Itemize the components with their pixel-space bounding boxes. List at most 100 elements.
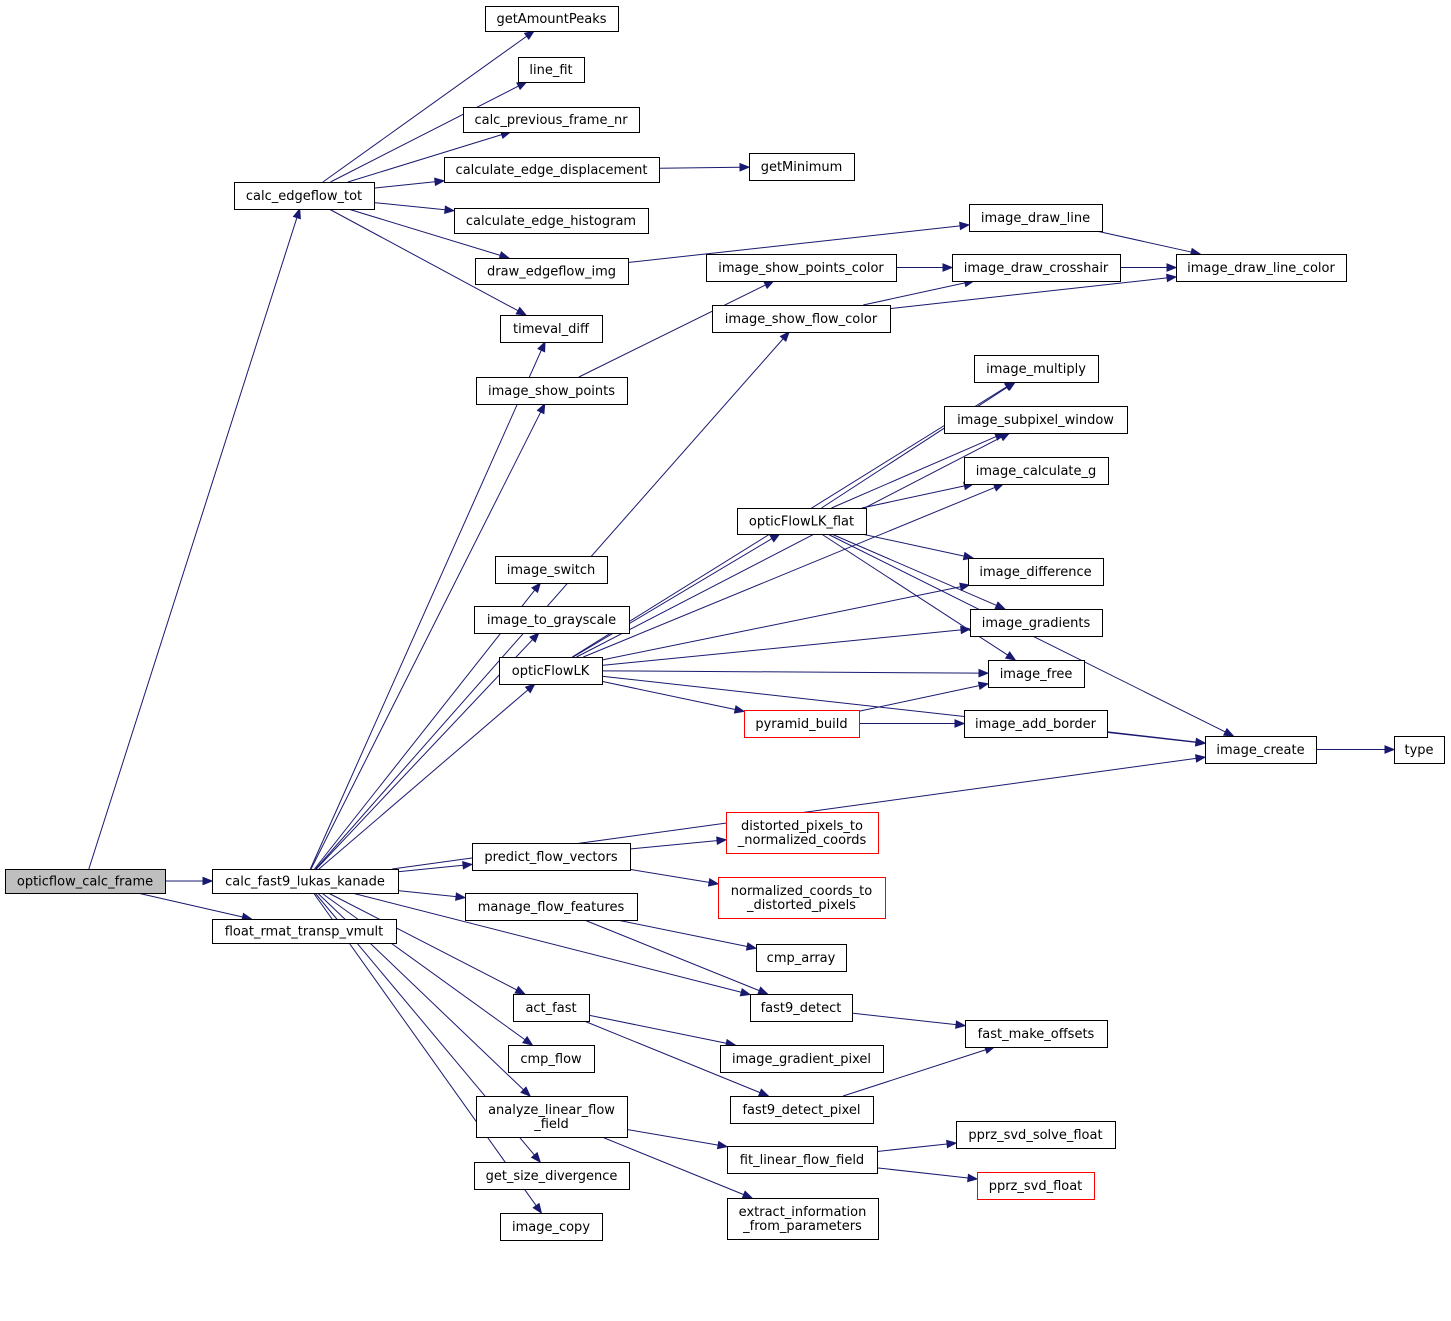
node-opticflow-calc-frame[interactable]: opticflow_calc_frame — [5, 869, 166, 894]
edges-layer — [88, 30, 1396, 1215]
node-box — [212, 869, 399, 894]
node-label: image_draw_crosshair — [964, 261, 1109, 276]
node-calc-fast9-lukas-kanade[interactable]: calc_fast9_lukas_kanade — [212, 869, 399, 894]
node-box — [474, 1162, 630, 1190]
node-fast-make-offsets[interactable]: fast_make_offsets — [965, 1020, 1108, 1048]
edge-analyze_linear_flow_field-to-extract_information_from_parameters — [601, 1136, 744, 1196]
node-label: fast_make_offsets — [978, 1027, 1095, 1042]
node-calculate-edge-displacement[interactable]: calculate_edge_displacement — [444, 157, 660, 183]
node-image-draw-crosshair[interactable]: image_draw_crosshair — [952, 254, 1121, 282]
edge-opticFlowLK_flat-to-image_subpixel_window — [831, 436, 997, 509]
node-pprz-svd-float[interactable]: pprz_svd_float — [977, 1172, 1095, 1200]
node-label: pyramid_build — [755, 717, 847, 732]
node-image-calculate-g[interactable]: image_calculate_g — [964, 457, 1109, 485]
node-get-size-divergence[interactable]: get_size_divergence — [474, 1162, 630, 1190]
node-float-rmat-transp-vmult[interactable]: float_rmat_transp_vmult — [212, 919, 397, 944]
node-timeval-diff[interactable]: timeval_diff — [500, 315, 603, 343]
node-box — [965, 1020, 1108, 1048]
node-label: fast9_detect — [761, 1001, 842, 1016]
arrowhead-calc_fast9_lukas_kanade-to-act_fast — [514, 985, 526, 995]
node-label: image_draw_line_color — [1187, 261, 1335, 276]
arrowhead-analyze_linear_flow_field-to-extract_information_from_parameters — [741, 1190, 754, 1199]
node-image-difference[interactable]: image_difference — [968, 558, 1104, 586]
node-box — [495, 556, 608, 584]
node-cmp-array[interactable]: cmp_array — [756, 944, 847, 972]
node-image-free[interactable]: image_free — [988, 660, 1085, 688]
node-image-subpixel-window[interactable]: image_subpixel_window — [944, 406, 1128, 434]
node-fit-linear-flow-field[interactable]: fit_linear_flow_field — [727, 1146, 878, 1174]
node-type[interactable]: type — [1394, 736, 1445, 764]
node-box — [499, 657, 603, 685]
node-box — [969, 204, 1103, 232]
arrowhead-calc_fast9_lukas_kanade-to-get_size_divergence — [530, 1151, 542, 1164]
node-image-gradients[interactable]: image_gradients — [970, 609, 1103, 637]
node-calc-edgeflow-tot[interactable]: calc_edgeflow_tot — [234, 182, 375, 210]
node-box — [465, 893, 638, 921]
node-label: get_size_divergence — [486, 1169, 618, 1184]
node-image-switch[interactable]: image_switch — [495, 556, 608, 584]
node-image-show-points-color[interactable]: image_show_points_color — [706, 254, 897, 282]
node-calc-previous-frame-nr[interactable]: calc_previous_frame_nr — [463, 107, 640, 133]
node-box — [508, 1045, 595, 1073]
node-analyze-linear-flow-field[interactable]: analyze_linear_flow_field — [476, 1096, 628, 1138]
node-box — [1205, 736, 1317, 764]
node-line-fit[interactable]: line_fit — [518, 57, 585, 83]
arrowhead-calc_edgeflow_tot-to-calculate_edge_histogram — [444, 205, 456, 215]
node-label: calc_previous_frame_nr — [474, 113, 628, 128]
node-image-to-grayscale[interactable]: image_to_grayscale — [474, 606, 630, 634]
arrowhead-calc_edgeflow_tot-to-getAmountPeaks — [523, 30, 536, 41]
node-image-multiply[interactable]: image_multiply — [974, 355, 1099, 383]
node-fast9-detect-pixel[interactable]: fast9_detect_pixel — [730, 1096, 874, 1124]
edge-act_fast-to-image_gradient_pixel — [588, 1014, 727, 1044]
edge-opticflow_calc_frame-to-float_rmat_transp_vmult — [137, 892, 243, 918]
node-draw-edgeflow-img[interactable]: draw_edgeflow_img — [475, 258, 629, 285]
edge-calc_edgeflow_tot-to-timeval_diff — [328, 208, 519, 312]
node-normalized-coords-to-distorted-pixels[interactable]: normalized_coords_to_distorted_pixels — [718, 877, 886, 919]
node-label: _distorted_pixels — [746, 898, 856, 913]
node-extract-information-from-parameters[interactable]: extract_information_from_parameters — [727, 1198, 879, 1240]
node-box — [964, 710, 1108, 738]
node-image-draw-line[interactable]: image_draw_line — [969, 204, 1103, 232]
edge-calc_fast9_lukas_kanade-to-fast9_detect — [351, 892, 742, 993]
node-image-show-points[interactable]: image_show_points — [476, 377, 628, 405]
node-label: draw_edgeflow_img — [487, 265, 616, 280]
node-calculate-edge-histogram[interactable]: calculate_edge_histogram — [454, 208, 649, 234]
node-label: image_gradients — [982, 616, 1091, 631]
node-image-gradient-pixel[interactable]: image_gradient_pixel — [720, 1045, 884, 1073]
node-manage-flow-features[interactable]: manage_flow_features — [465, 893, 638, 921]
arrowhead-calc_fast9_lukas_kanade-to-image_switch — [531, 581, 542, 594]
arrowhead-opticFlowLK-to-pyramid_build — [733, 705, 746, 714]
arrowhead-image_draw_crosshair-to-image_draw_line_color — [1166, 263, 1178, 272]
node-distorted-pixels-to-normalized-coords[interactable]: distorted_pixels_to_normalized_coords — [726, 812, 879, 854]
node-label: predict_flow_vectors — [484, 850, 617, 865]
node-act-fast[interactable]: act_fast — [513, 994, 590, 1022]
node-image-draw-line-color[interactable]: image_draw_line_color — [1176, 254, 1347, 282]
edge-calc_fast9_lukas_kanade-to-image_show_flow_color — [315, 338, 784, 870]
node-pyramid-build[interactable]: pyramid_build — [744, 710, 860, 738]
node-opticFlowLK-flat[interactable]: opticFlowLK_flat — [737, 508, 867, 535]
node-label: image_free — [1000, 667, 1073, 682]
edge-image_show_points-to-image_show_points_color — [578, 284, 766, 378]
node-label: image_to_grayscale — [487, 613, 616, 628]
node-cmp-flow[interactable]: cmp_flow — [508, 1045, 595, 1073]
node-getAmountPeaks[interactable]: getAmountPeaks — [485, 6, 619, 32]
node-predict-flow-vectors[interactable]: predict_flow_vectors — [472, 843, 631, 871]
node-image-show-flow-color[interactable]: image_show_flow_color — [712, 305, 891, 333]
node-image-add-border[interactable]: image_add_border — [964, 710, 1108, 738]
node-pprz-svd-solve-float[interactable]: pprz_svd_solve_float — [956, 1121, 1116, 1149]
arrowhead-manage_flow_features-to-cmp_array — [745, 942, 758, 951]
node-label: line_fit — [529, 63, 572, 78]
node-box — [463, 107, 640, 133]
node-image-copy[interactable]: image_copy — [500, 1213, 603, 1241]
node-box — [756, 944, 847, 972]
edge-calc_edgeflow_tot-to-calc_previous_frame_nr — [347, 134, 502, 183]
node-opticFlowLK[interactable]: opticFlowLK — [499, 657, 603, 685]
node-getMinimum[interactable]: getMinimum — [749, 153, 855, 181]
arrowhead-calc_fast9_lukas_kanade-to-image_copy — [532, 1202, 543, 1215]
nodes-layer: opticflow_calc_framecalc_edgeflow_totcal… — [5, 6, 1445, 1241]
node-fast9-detect[interactable]: fast9_detect — [750, 994, 853, 1022]
edge-act_fast-to-fast9_detect_pixel — [583, 1020, 761, 1094]
node-image-create[interactable]: image_create — [1205, 736, 1317, 764]
arrowhead-opticflow_calc_frame-to-calc_fast9_lukas_kanade — [202, 876, 214, 886]
edge-opticFlowLK_flat-to-image_calculate_g — [861, 485, 965, 509]
